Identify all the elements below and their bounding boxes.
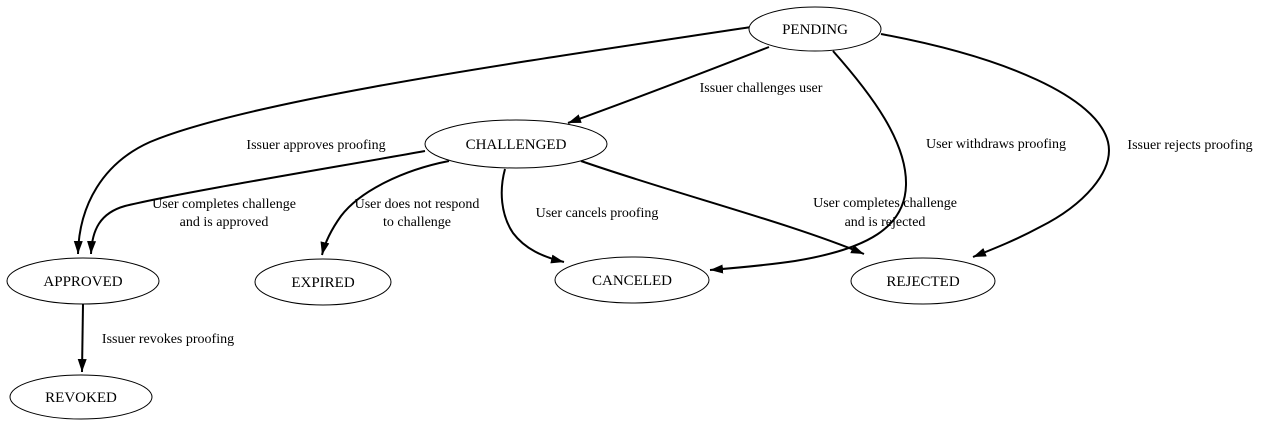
state-expired-ellipse xyxy=(254,258,392,306)
state-approved-label: APPROVED xyxy=(43,274,122,290)
state-rejected-ellipse xyxy=(850,257,996,305)
edge-pending-rejected xyxy=(880,33,1110,258)
state-pending: PENDING xyxy=(748,6,882,52)
transitions xyxy=(73,26,1110,373)
edge-label-issuer-rejects-proofing: Issuer rejects proofing xyxy=(1127,138,1252,153)
transition-labels: Issuer challenges user Issuer approves p… xyxy=(102,81,1253,347)
edge-label-user-completes-challenge-approved-line1: User completes challenge xyxy=(152,197,296,212)
state-revoked: REVOKED xyxy=(9,374,153,420)
edge-label-user-completes-challenge-rejected-line1: User completes challenge xyxy=(813,196,957,211)
edge-label-user-completes-challenge-rejected-line2: and is rejected xyxy=(845,215,926,230)
state-approved-ellipse xyxy=(6,257,160,305)
state-challenged: CHALLENGED xyxy=(424,119,608,169)
edge-label-user-does-not-respond-line1: User does not respond xyxy=(355,197,480,212)
state-revoked-label: REVOKED xyxy=(45,390,117,406)
state-expired: EXPIRED xyxy=(254,258,392,306)
state-approved: APPROVED xyxy=(6,257,160,305)
edge-challenged-canceled xyxy=(500,168,565,264)
state-canceled-ellipse xyxy=(554,256,710,304)
state-rejected-label: REJECTED xyxy=(886,274,959,290)
edge-challenged-rejected xyxy=(580,160,865,255)
state-challenged-ellipse xyxy=(424,119,608,169)
state-revoked-ellipse xyxy=(9,374,153,420)
state-pending-ellipse xyxy=(748,6,882,52)
edge-label-issuer-challenges-user: Issuer challenges user xyxy=(700,81,823,96)
edge-challenged-approved xyxy=(87,150,426,255)
edge-approved-revoked xyxy=(77,303,87,373)
state-canceled-label: CANCELED xyxy=(592,273,672,289)
state-expired-label: EXPIRED xyxy=(291,275,355,291)
edge-label-user-withdraws-proofing: User withdraws proofing xyxy=(926,137,1066,152)
edge-label-issuer-revokes-proofing: Issuer revokes proofing xyxy=(102,332,234,347)
edge-label-issuer-approves-proofing: Issuer approves proofing xyxy=(246,138,385,153)
states: PENDING CHALLENGED APPROVED EXPIRED CANC… xyxy=(6,6,996,420)
edge-label-user-does-not-respond-line2: to challenge xyxy=(383,215,451,230)
edge-label-user-cancels-proofing: User cancels proofing xyxy=(536,206,659,221)
edge-pending-approved xyxy=(73,26,752,255)
edge-label-user-completes-challenge-approved-line2: and is approved xyxy=(180,215,269,230)
state-pending-label: PENDING xyxy=(782,22,848,38)
edge-pending-canceled xyxy=(709,50,908,274)
edge-challenged-expired xyxy=(320,160,450,256)
state-rejected: REJECTED xyxy=(850,257,996,305)
edge-pending-challenged xyxy=(567,46,770,124)
state-canceled: CANCELED xyxy=(554,256,710,304)
state-challenged-label: CHALLENGED xyxy=(466,137,567,153)
